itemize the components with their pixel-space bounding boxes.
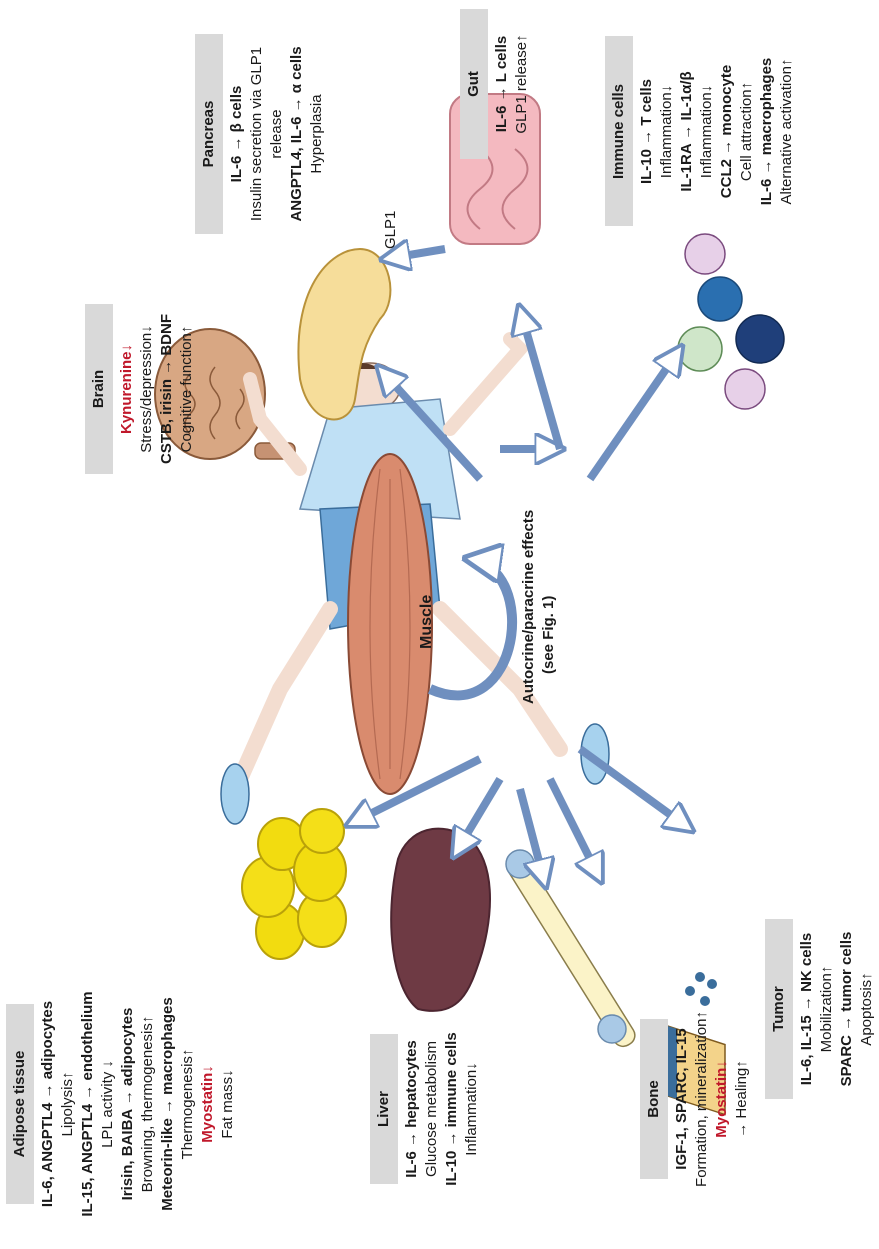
adipose-line: IL-15, ANGPTL4 → endothelium bbox=[78, 959, 98, 1249]
bone-title: Bone bbox=[640, 1019, 668, 1179]
bone-line: → Healing↑ bbox=[732, 979, 752, 1219]
bone-line: IGF-1, SPARC, IL-15 bbox=[672, 979, 692, 1219]
tumor-block: Tumor IL-6, IL-15 → NK cells Mobilizatio… bbox=[765, 879, 877, 1139]
bone-line: Formation, mineralization↑ bbox=[692, 979, 712, 1219]
immune-line: CCL2 → monocyte bbox=[717, 4, 737, 259]
adipose-line: Browning, thermogenesis↑ bbox=[138, 959, 158, 1249]
pancreas-line: release bbox=[267, 4, 287, 264]
pancreas-line: ANGPTL4, IL-6 → α cells bbox=[287, 4, 307, 264]
brain-title: Brain bbox=[85, 304, 113, 474]
tumor-line: Apoptosis↑ bbox=[857, 879, 877, 1139]
immune-line: IL-6 → macrophages bbox=[757, 4, 777, 259]
immune-line: Alternative activation↑ bbox=[777, 4, 797, 259]
gut-line: GLP1 release↑ bbox=[512, 0, 532, 169]
immune-title: Immune cells bbox=[605, 37, 633, 227]
tumor-line: IL-6, IL-15 → NK cells bbox=[797, 879, 817, 1139]
immune-line: Inflammation↓ bbox=[697, 4, 717, 259]
immune-line: IL-1RA → IL-1α/β bbox=[677, 4, 697, 259]
adipose-line: Thermogenesis↑ bbox=[178, 959, 198, 1249]
gut-title: Gut bbox=[460, 9, 488, 159]
muscle-label: Muscle bbox=[418, 595, 436, 649]
adipose-illustration bbox=[242, 809, 346, 959]
gut-line: IL-6 → L cells bbox=[492, 0, 512, 169]
brain-line: Cognitive function↑ bbox=[177, 259, 197, 519]
bone-block: Bone IGF-1, SPARC, IL-15 Formation, mine… bbox=[640, 979, 752, 1219]
immune-cells-illustration bbox=[678, 234, 784, 409]
pancreas-line: Hyperplasia bbox=[307, 4, 327, 264]
gut-block: Gut IL-6 → L cells GLP1 release↑ bbox=[460, 0, 532, 169]
adipose-line: Meteorin-like → macrophages bbox=[158, 959, 178, 1249]
adipose-line: LPL activity ↓ bbox=[98, 959, 118, 1249]
adipose-line: Lipolysis↑ bbox=[58, 959, 78, 1249]
adipose-line: Fat mass↓ bbox=[218, 959, 238, 1249]
immune-line: Inflammation↓ bbox=[657, 4, 677, 259]
bone-line: Myostatin↓ bbox=[712, 979, 732, 1219]
autocrine-label-line1: Autocrine/paracrine effects bbox=[520, 510, 537, 704]
pancreas-title: Pancreas bbox=[195, 34, 223, 234]
liver-block: Liver IL-6 → hepatocytes Glucose metabol… bbox=[370, 999, 482, 1219]
bone-illustration bbox=[503, 850, 638, 1050]
liver-line: IL-10 → immune cells bbox=[442, 999, 462, 1219]
pancreas-block: Pancreas IL-6 → β cells Insulin secretio… bbox=[195, 4, 327, 264]
liver-illustration bbox=[391, 829, 490, 1011]
immune-line: IL-10 → T cells bbox=[637, 4, 657, 259]
immune-block: Immune cells IL-10 → T cells Inflammatio… bbox=[605, 4, 797, 259]
glp1-label: GLP1 bbox=[382, 211, 399, 249]
liver-line: IL-6 → hepatocytes bbox=[402, 999, 422, 1219]
adipose-title: Adipose tissue bbox=[6, 1004, 34, 1204]
adipose-line: IL-6, ANGPTL4 → adipocytes bbox=[38, 959, 58, 1249]
autocrine-label-line2: (see Fig. 1) bbox=[540, 596, 557, 674]
adipose-block: Adipose tissue IL-6, ANGPTL4 → adipocyte… bbox=[6, 959, 238, 1249]
adipose-line: Irisin, BAIBA → adipocytes bbox=[118, 959, 138, 1249]
pancreas-line: IL-6 → β cells bbox=[227, 4, 247, 264]
brain-line: Kynurenine↓ bbox=[117, 259, 137, 519]
pancreas-line: Insulin secretion via GLP1 bbox=[247, 4, 267, 264]
liver-title: Liver bbox=[370, 1034, 398, 1184]
liver-line: Inflammation↓ bbox=[462, 999, 482, 1219]
brain-line: CSTB, irisin → BDNF bbox=[157, 259, 177, 519]
brain-block: Brain Kynurenine↓ Stress/depression↓ CST… bbox=[85, 259, 197, 519]
autocrine-curved-arrow bbox=[430, 559, 512, 695]
immune-line: Cell attraction↑ bbox=[737, 4, 757, 259]
tumor-line: SPARC → tumor cells bbox=[837, 879, 857, 1139]
tumor-line: Mobilization↑ bbox=[817, 879, 837, 1139]
liver-line: Glucose metabolism bbox=[422, 999, 442, 1219]
tumor-title: Tumor bbox=[765, 919, 793, 1099]
brain-line: Stress/depression↓ bbox=[137, 259, 157, 519]
adipose-line: Myostatin↓ bbox=[198, 959, 218, 1249]
